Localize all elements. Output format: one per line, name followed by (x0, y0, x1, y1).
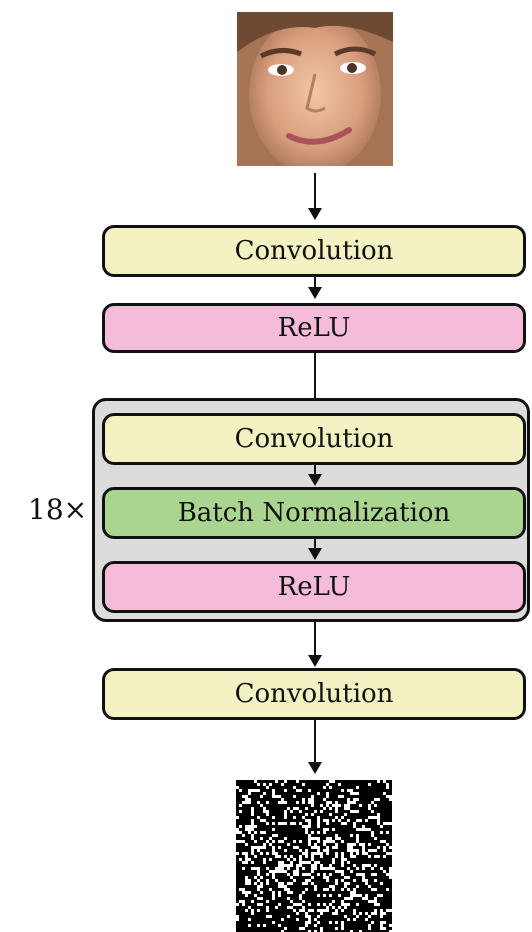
layer-label: Convolution (234, 679, 394, 709)
input-face-image (237, 12, 393, 166)
convolution-layer-2: Convolution (102, 413, 526, 465)
layer-label: Convolution (234, 236, 394, 266)
output-noise-image (236, 780, 392, 932)
layer-label: Batch Normalization (177, 498, 451, 528)
convolution-layer-1: Convolution (102, 225, 526, 277)
batch-normalization-layer: Batch Normalization (102, 487, 526, 539)
arrow-group-to-conv (308, 612, 322, 667)
layer-label: ReLU (277, 572, 351, 602)
relu-layer-2: ReLU (102, 561, 526, 613)
layer-label: Convolution (234, 424, 394, 454)
arrow-conv-to-relu (308, 277, 322, 299)
relu-layer-1: ReLU (102, 303, 526, 353)
layer-label: ReLU (277, 313, 351, 343)
arrow-group-conv-to-bn (308, 464, 322, 486)
arrow-group-bn-to-relu (308, 538, 322, 560)
arrow-input-to-conv (308, 173, 322, 220)
repeat-count-label: 18× (28, 493, 88, 526)
arrow-conv-to-output (308, 720, 322, 774)
convolution-layer-3: Convolution (102, 668, 526, 720)
